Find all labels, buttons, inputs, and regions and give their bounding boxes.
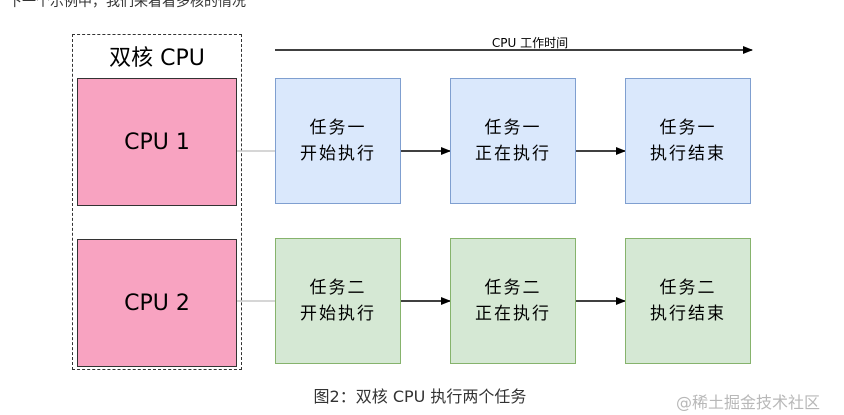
task1-start-line2: 开始执行 bbox=[300, 144, 376, 164]
top-text-fragment: 下一个示例中，我们来看看多核的情况 bbox=[8, 0, 246, 10]
task1-end-box: 任务一 执行结束 bbox=[625, 78, 751, 204]
task2-end-line2: 执行结束 bbox=[650, 304, 726, 324]
cpu-1-box: CPU 1 bbox=[77, 78, 237, 206]
task2-running-line2: 正在执行 bbox=[475, 304, 551, 324]
timeline-label: CPU 工作时间 bbox=[491, 36, 569, 50]
task2-running-box: 任务二 正在执行 bbox=[450, 238, 576, 364]
task1-end-line2: 执行结束 bbox=[650, 144, 726, 164]
task1-end-line1: 任务一 bbox=[659, 118, 717, 138]
task2-end-line1: 任务二 bbox=[659, 278, 717, 298]
cpu-1-label: CPU 1 bbox=[124, 129, 190, 155]
cpu-2-box: CPU 2 bbox=[77, 239, 237, 367]
dual-core-container bbox=[72, 34, 242, 370]
task1-start-line1: 任务一 bbox=[309, 118, 367, 138]
task2-start-box: 任务二 开始执行 bbox=[275, 238, 401, 364]
dual-core-label: 双核 CPU bbox=[109, 46, 205, 71]
task1-running-line2: 正在执行 bbox=[475, 144, 551, 164]
task1-start-box: 任务一 开始执行 bbox=[275, 78, 401, 204]
task2-running-line1: 任务二 bbox=[484, 278, 542, 298]
task2-end-box: 任务二 执行结束 bbox=[625, 238, 751, 364]
task2-start-line1: 任务二 bbox=[309, 278, 367, 298]
task1-running-line1: 任务一 bbox=[484, 118, 542, 138]
cpu-2-label: CPU 2 bbox=[124, 290, 190, 316]
figure-caption: 图2：双核 CPU 执行两个任务 bbox=[313, 387, 527, 406]
task2-start-line2: 开始执行 bbox=[300, 304, 376, 324]
task1-running-box: 任务一 正在执行 bbox=[450, 78, 576, 204]
watermark: @稀土掘金技术社区 bbox=[676, 393, 821, 412]
